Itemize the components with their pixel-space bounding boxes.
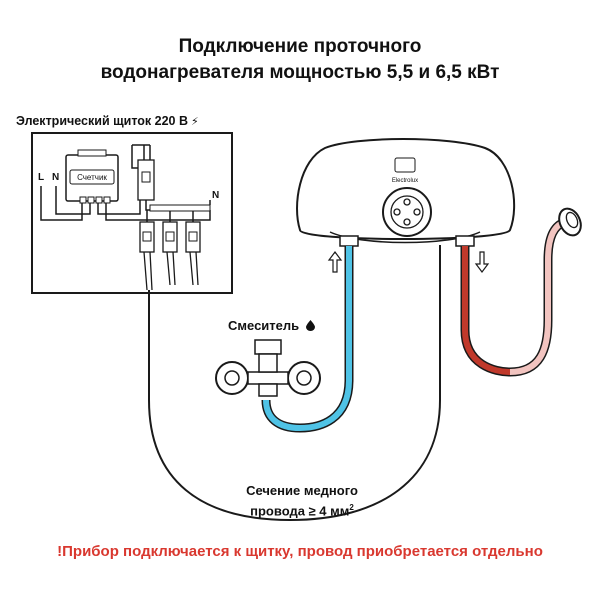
control-knob-icon [382,187,432,237]
electricity-meter: Счетчик [65,149,119,204]
warning-footer: !Прибор подключается к щитку, провод при… [57,543,543,560]
wire-cross-section-label: Сечение медного провода ≥ 4 мм2 [222,482,382,519]
terminal-l-label: L [38,172,44,183]
wire-label-line2: провода ≥ 4 мм2 [222,499,382,519]
wire-label-line1: Сечение медного [246,483,358,498]
bolt-icon: ⚡ [191,116,199,128]
shower-head-icon [558,207,582,237]
branch-breakers [139,210,201,253]
cold-inlet-arrow-icon [327,251,343,273]
main-breaker [131,144,155,201]
water-drop-icon [303,319,316,333]
page-title: Подключение проточного водонагревателя м… [0,34,600,86]
hot-outlet-arrow-icon [474,251,490,273]
terminal-n-right-label: N [212,190,219,201]
meter-label: Счетчик [77,173,107,182]
electrical-panel-label: Электрический щиток 220 В⚡ [16,114,199,128]
power-cable [148,245,441,522]
terminal-n-left-label: N [52,172,59,183]
wire-label-superscript: 2 [349,503,354,512]
mixer-label-text: Смеситель [228,318,300,333]
wire-label-line2-text: провода ≥ 4 мм [250,503,350,519]
neutral-bar: N [149,190,219,212]
water-heater: Electrolux [296,138,516,247]
meter-terminals [79,196,111,204]
page-title-line1: Подключение проточного [178,36,422,57]
page-title-line2: водонагревателя мощностью 5,5 и 6,5 кВт [100,62,500,83]
electrical-panel-label-text: Электрический щиток 220 В [16,114,189,128]
cold-water-pipe [261,246,354,433]
brand-logo: Electrolux [392,178,418,184]
mixer-faucet [215,339,321,397]
mixer-label: Смеситель [228,318,316,333]
